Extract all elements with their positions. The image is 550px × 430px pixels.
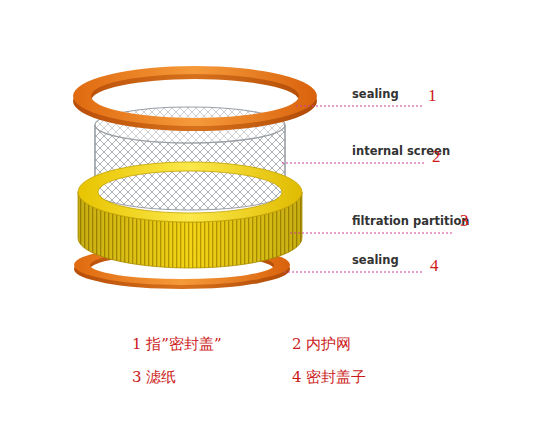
top-sealing-ring <box>73 66 317 131</box>
legend-note: 2 内护网 <box>292 336 351 353</box>
callout-number: 2 <box>432 147 441 167</box>
filtration-partition <box>78 162 302 268</box>
part-name: sealing <box>352 88 399 101</box>
legend-note: 1 指”密封盖” <box>132 336 222 353</box>
part-name: filtration partition <box>352 215 470 228</box>
leader-lines <box>282 106 452 272</box>
callout-number: 1 <box>428 86 437 106</box>
legend-note: 3 滤纸 <box>132 369 176 386</box>
legend-note: 4 密封盖子 <box>292 369 366 386</box>
callout-number: 3 <box>460 211 469 231</box>
callout-number: 4 <box>430 256 439 276</box>
part-name: sealing <box>352 254 399 267</box>
